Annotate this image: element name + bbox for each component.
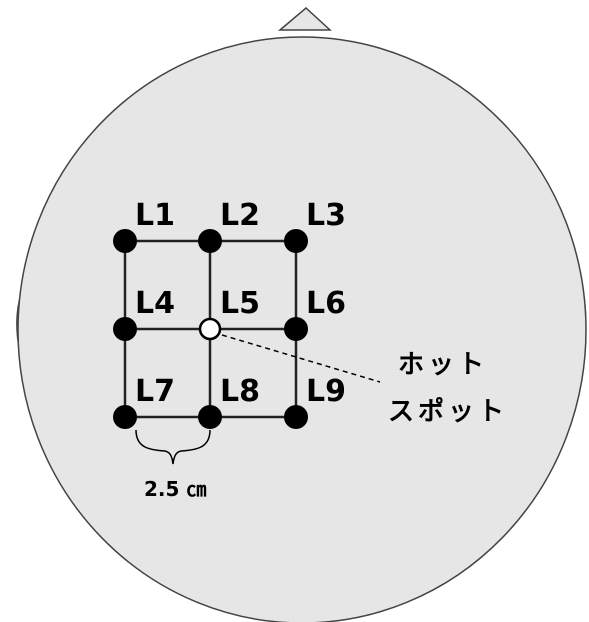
- spacing-brace: [135, 429, 211, 465]
- electrode-label-l5: L5: [220, 286, 260, 321]
- electrode-l2: [198, 229, 222, 253]
- spacing-label: 2.5 ㎝: [144, 477, 206, 501]
- hotspot-label-line2: スポット: [388, 396, 508, 427]
- hotspot-leader-line: [221, 334, 381, 383]
- electrode-l3: [284, 229, 308, 253]
- electrode-label-l4: L4: [135, 286, 175, 321]
- electrode-label-l1: L1: [135, 198, 175, 233]
- hotspot-label-line1: ホット: [398, 350, 488, 380]
- electrode-label-l9: L9: [306, 374, 346, 409]
- electrode-label-l3: L3: [306, 198, 346, 233]
- nose: [277, 7, 332, 31]
- electrode-l5: [198, 317, 222, 341]
- electrode-l1: [113, 229, 137, 253]
- electrode-label-l2: L2: [220, 198, 260, 233]
- electrode-label-l8: L8: [220, 374, 260, 409]
- electrode-label-l6: L6: [306, 286, 346, 321]
- electrode-l4: [113, 317, 137, 341]
- electrode-l6: [284, 317, 308, 341]
- electrode-l8: [198, 405, 222, 429]
- electrode-l9: [284, 405, 308, 429]
- electrode-label-l7: L7: [135, 374, 175, 409]
- electrode-l7: [113, 405, 137, 429]
